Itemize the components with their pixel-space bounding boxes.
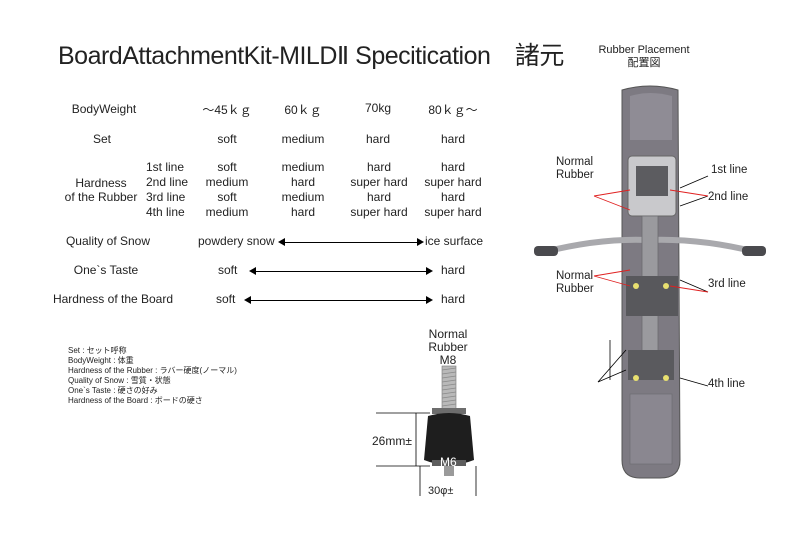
hardness-col-45: soft medium soft medium (196, 160, 258, 220)
line-label-4: 4th line (146, 205, 185, 219)
rubber-diameter-label: 30φ± (428, 485, 454, 497)
line-label-1: 1st line (146, 160, 185, 174)
glossary-item: Hardness of the Board : ボードの硬さ (68, 396, 203, 405)
snow-left-value: powdery snow (198, 234, 275, 248)
hardness-col-60: medium hard medium hard (270, 160, 336, 220)
glossary-item: Hardness of the Rubber : ラバー硬度(ノーマル) (68, 366, 237, 375)
hardness-cell: hard (440, 190, 466, 204)
hardness-label-line1: Hardness (75, 176, 127, 190)
board-diagram (534, 85, 766, 479)
placement-title-jp: 配置図 (627, 57, 661, 69)
set-45: soft (217, 132, 237, 146)
placement-line3: 3rd line (708, 278, 746, 290)
hardness-cell: medium (205, 175, 249, 189)
hardness-cell: super hard (424, 175, 482, 189)
set-80: hard (440, 132, 466, 146)
set-label: Set (92, 132, 111, 146)
set-60: medium (281, 132, 325, 146)
rubber-m8-label: M8 (439, 353, 457, 367)
hardness-cell: hard (290, 205, 316, 219)
hardness-cell: super hard (424, 205, 482, 219)
line-label-3: 3rd line (146, 190, 186, 204)
snow-label: Quality of Snow (65, 234, 151, 248)
rubber-title: Normal Rubber M8 (418, 328, 478, 367)
glossary-item: Quality of Snow : 雪質・状態 (68, 376, 171, 385)
weight-70: 70kg (364, 101, 392, 115)
board-left-value: soft (216, 292, 236, 306)
hardness-cell: medium (205, 205, 249, 219)
hardness-cell: hard (290, 175, 316, 189)
board-hardness-label: Hardness of the Board (52, 292, 174, 306)
hardness-label-line2: of the Rubber (64, 190, 138, 204)
placement-normal-rubber-mid-1: Normal (556, 270, 594, 282)
bodyweight-label: BodyWeight (71, 102, 137, 116)
page-title: BoardAttachmentKit-MILDⅡ Specitication 諸… (58, 42, 564, 70)
hardness-cell: hard (366, 160, 392, 174)
hardness-col-70: hard super hard hard super hard (346, 160, 412, 220)
placement-line2: 2nd line (708, 191, 749, 203)
hardness-cell: soft (217, 160, 237, 174)
line-label-2: 2nd line (146, 175, 189, 189)
placement-normal-rubber-top: Normal Rubber (556, 156, 594, 182)
snow-range-arrow (278, 238, 424, 246)
hardness-cell: medium (281, 190, 325, 204)
rubber-m6-label: M6 (440, 455, 457, 469)
taste-label: One`s Taste (73, 263, 139, 277)
weight-80: 80ｋｇ～ (428, 103, 478, 117)
placement-normal-rubber-mid-2: Rubber (556, 283, 594, 295)
line-labels: 1st line 2nd line 3rd line 4th line (146, 160, 188, 220)
taste-right-value: hard (441, 263, 466, 277)
hardness-cell: super hard (350, 205, 408, 219)
weight-45: ～45ｋｇ (202, 103, 252, 117)
hardness-cell: hard (440, 160, 466, 174)
placement-title-en: Rubber Placement (598, 44, 690, 56)
taste-range-arrow (249, 267, 433, 275)
board-right-value: hard (441, 292, 466, 306)
hardness-cell: soft (217, 190, 237, 204)
glossary-item: One`s Taste : 硬さの好み (68, 386, 158, 395)
glossary-item: BodyWeight : 体重 (68, 356, 134, 365)
rubber-body (424, 413, 474, 465)
weight-60: 60ｋｇ (284, 103, 322, 117)
taste-left-value: soft (218, 263, 238, 277)
hardness-label: Hardness of the Rubber (62, 176, 140, 204)
snow-right-value: ice surface (425, 234, 484, 248)
rubber-diagram (376, 365, 477, 496)
placement-normal-rubber-top-2: Rubber (556, 169, 594, 181)
glossary-item: Set : セット呼称 (68, 346, 127, 355)
rubber-height-label: 26mm± (372, 434, 412, 448)
hardness-cell: super hard (350, 175, 408, 189)
placement-normal-rubber-top-1: Normal (556, 156, 594, 168)
placement-normal-rubber-mid: Normal Rubber (556, 270, 594, 296)
board-range-arrow (244, 296, 433, 304)
rubber-title-line1: Normal (428, 327, 468, 341)
glossary: Set : セット呼称 BodyWeight : 体重 Hardness of … (68, 346, 237, 406)
placement-title: Rubber Placement 配置図 (596, 44, 692, 70)
rubber-title-line2: Rubber (428, 340, 468, 354)
placement-line4: 4th line (708, 378, 746, 390)
hardness-cell: hard (366, 190, 392, 204)
hardness-col-80: hard super hard hard super hard (418, 160, 488, 220)
set-70: hard (365, 132, 391, 146)
placement-line1: 1st line (711, 164, 748, 176)
hardness-cell: medium (281, 160, 325, 174)
